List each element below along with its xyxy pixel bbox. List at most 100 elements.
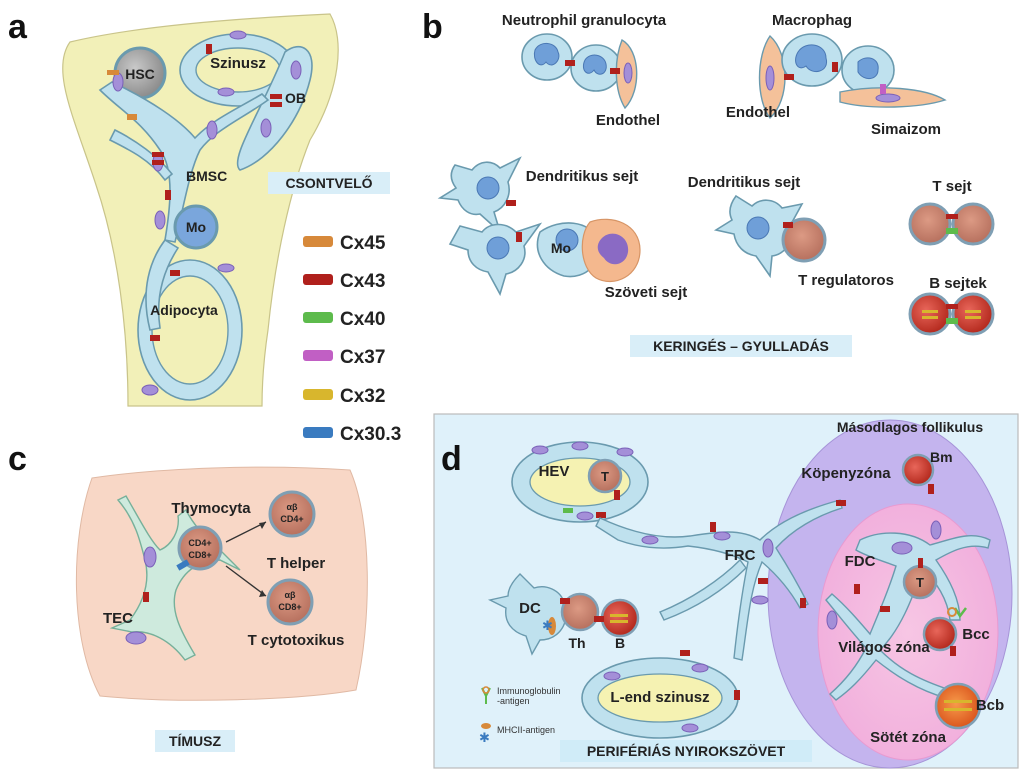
b-label-d: B — [615, 635, 625, 651]
t-cyto-label: T cytotoxikus — [248, 632, 345, 649]
cx32-swatch — [303, 389, 333, 400]
simaizom-label: Simaizom — [871, 121, 941, 138]
timusz-label: TÍMUSZ — [169, 733, 222, 749]
bcb-cell — [934, 682, 982, 730]
t-helper-label: T helper — [267, 555, 326, 572]
masodlagos-label: Másodlagos follikulus — [837, 419, 983, 435]
mhcii-glyph: ✱ — [542, 618, 553, 633]
mhcii-label: MHCII-antigen — [497, 725, 555, 735]
legend-item-cx40: Cx40 — [303, 309, 385, 330]
tec-label: TEC — [103, 610, 133, 627]
neutrophil-cells — [521, 33, 638, 110]
arrow-helper — [225, 521, 267, 543]
t-helper-cell — [268, 490, 316, 538]
macrophag-label: Macrophag — [772, 12, 852, 29]
connexin-legend: Cx45 Cx43 Cx40 Cx37 Cx32 Cx30.3 — [303, 233, 401, 445]
cx37-swatch — [303, 350, 333, 361]
keringes-label: KERINGÉS – GYULLADÁS — [653, 338, 829, 354]
szinusz-label: Szinusz — [210, 55, 266, 72]
b-sejtek-label: B sejtek — [929, 275, 987, 292]
perifarias-label: PERIFÉRIÁS NYIROKSZÖVET — [587, 743, 786, 759]
bm-label: Bm — [930, 449, 953, 465]
b-cells-pair — [908, 292, 995, 336]
szoveti-label: Szöveti sejt — [605, 284, 688, 301]
t-regulatoros-label: T regulatoros — [798, 272, 894, 289]
panel-c: c CD4+ CD8+ αβ CD4+ αβ CD8+ Thymocyta T … — [8, 440, 368, 752]
hev-label: HEV — [539, 463, 570, 480]
th-label: Th — [568, 635, 585, 651]
panel-c-letter: c — [8, 440, 27, 478]
dendritikus2-label: Dendritikus sejt — [688, 174, 801, 191]
b-cell-d — [600, 598, 640, 638]
endothel2-label: Endothel — [726, 104, 790, 121]
cx40-label: Cx40 — [340, 309, 385, 330]
keringes-badge — [630, 335, 852, 357]
bmsc-label: BMSC — [186, 168, 227, 184]
cx30-3-swatch — [303, 427, 333, 438]
t-follicle-label: T — [916, 575, 924, 590]
ab-label-1: αβ — [286, 502, 298, 512]
bcc-cell — [922, 616, 958, 652]
dendritic-group-left — [437, 156, 641, 297]
dendritic-treg-group — [713, 194, 827, 279]
thymocyta-label: Thymocyta — [171, 500, 251, 517]
legend-item-cx45: Cx45 — [303, 233, 386, 254]
mo-label-b: Mo — [551, 240, 571, 256]
frc-label: FRC — [725, 547, 756, 564]
t-sejt-label: T sejt — [932, 178, 971, 195]
endothel1-label: Endothel — [596, 112, 660, 129]
t-cyto-cell — [266, 578, 314, 626]
legend-item-cx30-3: Cx30.3 — [303, 424, 401, 445]
hsc-label: HSC — [125, 66, 155, 82]
panel-d-letter: d — [441, 440, 462, 478]
panel-b: b Neutrophil granulocyta Endo — [422, 8, 995, 357]
legend-item-cx37: Cx37 — [303, 347, 385, 368]
panel-a: a HSC — [8, 8, 390, 407]
mo-label-a: Mo — [186, 219, 206, 235]
t-cells-pair — [908, 202, 995, 246]
csontvelo-badge — [268, 172, 390, 194]
cx40-swatch — [303, 312, 333, 323]
fdc-label: FDC — [845, 553, 876, 570]
t-hev-label: T — [601, 469, 609, 484]
bmsc-network — [98, 81, 270, 243]
bcb-label: Bcb — [976, 697, 1004, 714]
bcc-label: Bcc — [962, 626, 990, 643]
adipocyta-label: Adipocyta — [150, 302, 218, 318]
cx43-label: Cx43 — [340, 271, 385, 292]
panel-d: d — [433, 413, 1019, 769]
t-cell-hev — [587, 458, 623, 494]
legend-item-cx32: Cx32 — [303, 386, 385, 407]
bm-cell — [901, 453, 935, 487]
timusz-badge — [155, 730, 235, 752]
cd8-cyto-label: CD8+ — [278, 602, 301, 612]
ob-label: OB — [285, 90, 306, 106]
ab-label-2: αβ — [284, 590, 296, 600]
panel-a-letter: a — [8, 8, 28, 46]
cx32-label: Cx32 — [340, 386, 385, 407]
perifarias-badge — [560, 740, 812, 762]
cx45-swatch — [303, 236, 333, 247]
immuno-label-2: -antigen — [497, 696, 530, 706]
dc-cell — [487, 573, 587, 656]
kopenyzona-label: Köpenyzóna — [801, 465, 891, 482]
cd4-helper-label: CD4+ — [280, 514, 303, 524]
lend-label: L-end szinusz — [610, 689, 709, 706]
tec-cells — [109, 495, 241, 661]
sotet-label: Sötét zóna — [870, 729, 946, 746]
mhcii-icon: ✱ — [479, 730, 490, 745]
vilagos-label: Világos zóna — [838, 639, 930, 656]
cd4-label: CD4+ — [188, 538, 211, 548]
dendritikus1-label: Dendritikus sejt — [526, 168, 639, 185]
dc-label: DC — [519, 600, 541, 617]
arrow-cyto — [225, 565, 267, 597]
cx37-label: Cx37 — [340, 347, 385, 368]
thymocyte-cell — [177, 525, 223, 571]
neutrophil-label: Neutrophil granulocyta — [502, 12, 667, 29]
macrophage-cells — [758, 33, 947, 120]
mo-cell-a — [173, 204, 219, 250]
csontvelo-label: CSONTVELŐ — [285, 174, 372, 191]
immuno-label-1: Immunoglobulin — [497, 686, 561, 696]
cd8-label: CD8+ — [188, 550, 211, 560]
